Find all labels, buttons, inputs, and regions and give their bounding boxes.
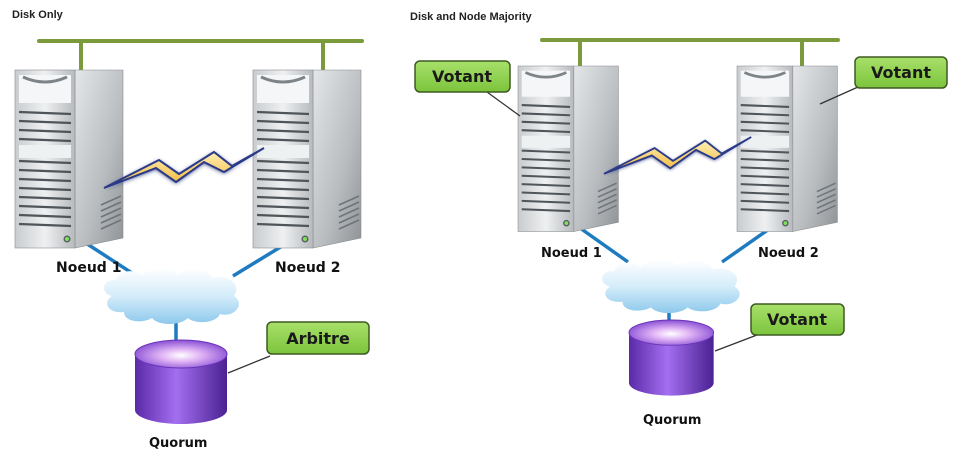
panel-disk-node-majority: Votant Votant Votant Noeud 1 Noeud 2 Quo… — [414, 38, 948, 428]
callout-votant-node2: Votant — [854, 56, 948, 89]
callout-label: Arbitre — [286, 329, 350, 348]
callout-arbitre: Arbitre — [266, 321, 370, 355]
callout-leader — [714, 334, 758, 352]
quorum-label: Quorum — [643, 413, 701, 428]
panel-disk-only: Arbitre Noeud 1 Noeud 2 Quorum — [13, 39, 370, 451]
network-cloud-icon — [104, 268, 239, 324]
node-label: Noeud 2 — [275, 260, 340, 276]
panel-title-disk-only: Disk Only — [12, 9, 63, 21]
server-icon — [516, 64, 620, 233]
callout-label: Votant — [432, 67, 492, 86]
heartbeat-bus — [37, 39, 364, 72]
callout-votant-quorum: Votant — [750, 303, 845, 336]
node-label: Noeud 2 — [758, 246, 819, 261]
lightning-icon — [103, 147, 265, 189]
server-icon — [251, 68, 363, 250]
heartbeat-bus — [540, 38, 840, 70]
lightning-icon — [603, 136, 753, 175]
callout-label: Votant — [871, 63, 931, 82]
callout-votant-node1: Votant — [414, 60, 511, 93]
callout-leader — [227, 355, 271, 374]
callout-leader — [486, 91, 521, 117]
callout-leader — [819, 86, 859, 105]
server-icon — [13, 68, 125, 250]
node-label: Noeud 1 — [541, 246, 602, 261]
panel-title-disk-node-majority: Disk and Node Majority — [410, 11, 532, 23]
network-cloud-icon — [602, 260, 740, 314]
callout-label: Votant — [767, 310, 827, 329]
server-icon — [735, 64, 839, 233]
quorum-disk-icon — [134, 339, 228, 424]
quorum-disk-icon — [628, 319, 715, 396]
node-label: Noeud 1 — [56, 260, 121, 276]
quorum-label: Quorum — [149, 436, 207, 451]
